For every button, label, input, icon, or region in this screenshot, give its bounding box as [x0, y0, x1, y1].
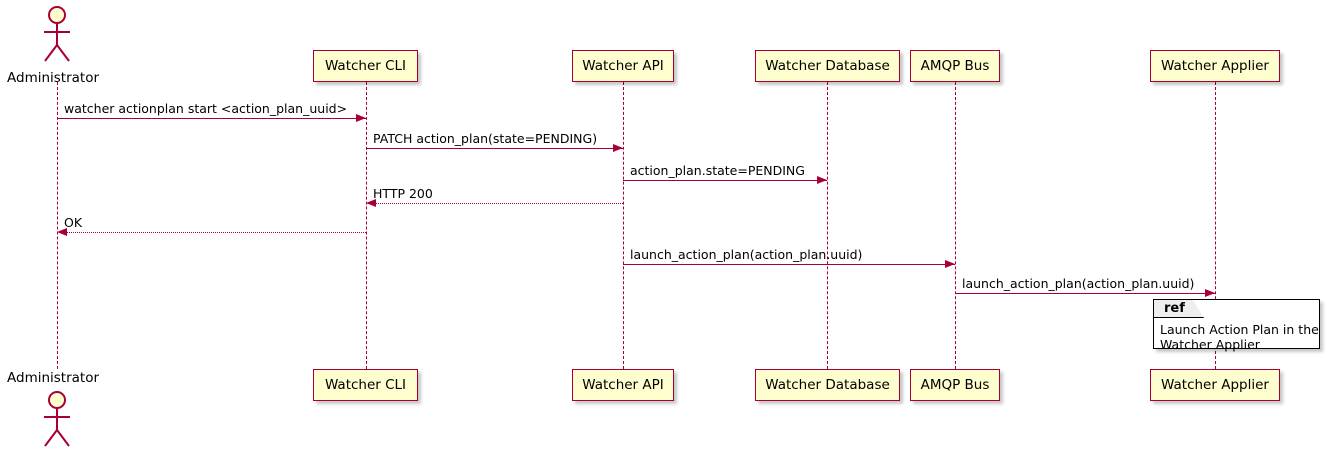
lifeline-watcher-applier: [1215, 82, 1216, 369]
message-label-2: PATCH action_plan(state=PENDING): [373, 131, 598, 146]
lifeline-watcher-cli: [366, 82, 367, 369]
fragment-tab-label: ref: [1154, 300, 1204, 318]
participant-footer-watcher-cli: Watcher CLI: [313, 369, 418, 401]
actor-administrator-bottom: [33, 388, 81, 450]
message-arrowhead-6: [945, 260, 955, 268]
fragment-text-line-1: Launch Action Plan in the: [1160, 322, 1319, 337]
participant-header-watcher-database: Watcher Database: [755, 50, 900, 82]
message-label-6: launch_action_plan(action_plan.uuid): [630, 247, 863, 262]
message-arrowhead-2: [613, 144, 623, 152]
participant-header-watcher-applier: Watcher Applier: [1150, 50, 1280, 82]
participant-footer-watcher-applier: Watcher Applier: [1150, 369, 1280, 401]
participant-footer-amqp-bus: AMQP Bus: [910, 369, 1000, 401]
actor-label-administrator-bottom: Administrator: [7, 370, 100, 386]
lifeline-amqp-bus: [955, 82, 956, 369]
participant-footer-watcher-api: Watcher API: [572, 369, 674, 401]
message-label-1: watcher actionplan start <action_plan_uu…: [64, 101, 348, 116]
message-line-7: [955, 293, 1215, 294]
message-arrowhead-7: [1205, 289, 1215, 297]
message-arrowhead-4: [366, 199, 376, 207]
participant-footer-watcher-database: Watcher Database: [755, 369, 900, 401]
stick-figure-icon: [44, 391, 70, 447]
message-arrowhead-5: [57, 228, 67, 236]
participant-label: Watcher CLI: [324, 377, 407, 393]
participant-label: Watcher Applier: [1161, 58, 1269, 74]
actor-administrator-top: [33, 4, 81, 64]
participant-label: AMQP Bus: [920, 377, 990, 393]
participant-label: Watcher Database: [765, 58, 890, 74]
fragment-text-line-2: Watcher Applier: [1160, 337, 1260, 352]
participant-label: AMQP Bus: [920, 58, 990, 74]
message-line-4: [366, 203, 623, 204]
lifeline-watcher-database: [827, 82, 828, 369]
message-line-6: [623, 264, 955, 265]
message-line-3: [623, 180, 827, 181]
stick-figure-icon: [44, 6, 70, 62]
participant-label: Watcher API: [582, 58, 664, 74]
message-label-4: HTTP 200: [373, 186, 433, 201]
message-label-7: launch_action_plan(action_plan.uuid): [962, 276, 1195, 291]
participant-header-watcher-cli: Watcher CLI: [313, 50, 418, 82]
participant-label: Watcher Applier: [1161, 377, 1269, 393]
actor-label-administrator-top: Administrator: [7, 70, 100, 86]
message-label-5: OK: [64, 215, 83, 230]
participant-header-amqp-bus: AMQP Bus: [910, 50, 1000, 82]
participant-label: Watcher CLI: [324, 58, 407, 74]
message-line-2: [366, 148, 623, 149]
message-line-5: [57, 232, 366, 233]
lifeline-watcher-api: [623, 82, 624, 369]
message-label-3: action_plan.state=PENDING: [630, 163, 805, 178]
participant-header-watcher-api: Watcher API: [572, 50, 674, 82]
participant-label: Watcher Database: [765, 377, 890, 393]
message-arrowhead-1: [356, 114, 366, 122]
message-line-1: [57, 118, 366, 119]
lifeline-administrator: [57, 82, 58, 369]
participant-label: Watcher API: [582, 377, 664, 393]
message-arrowhead-3: [817, 176, 827, 184]
